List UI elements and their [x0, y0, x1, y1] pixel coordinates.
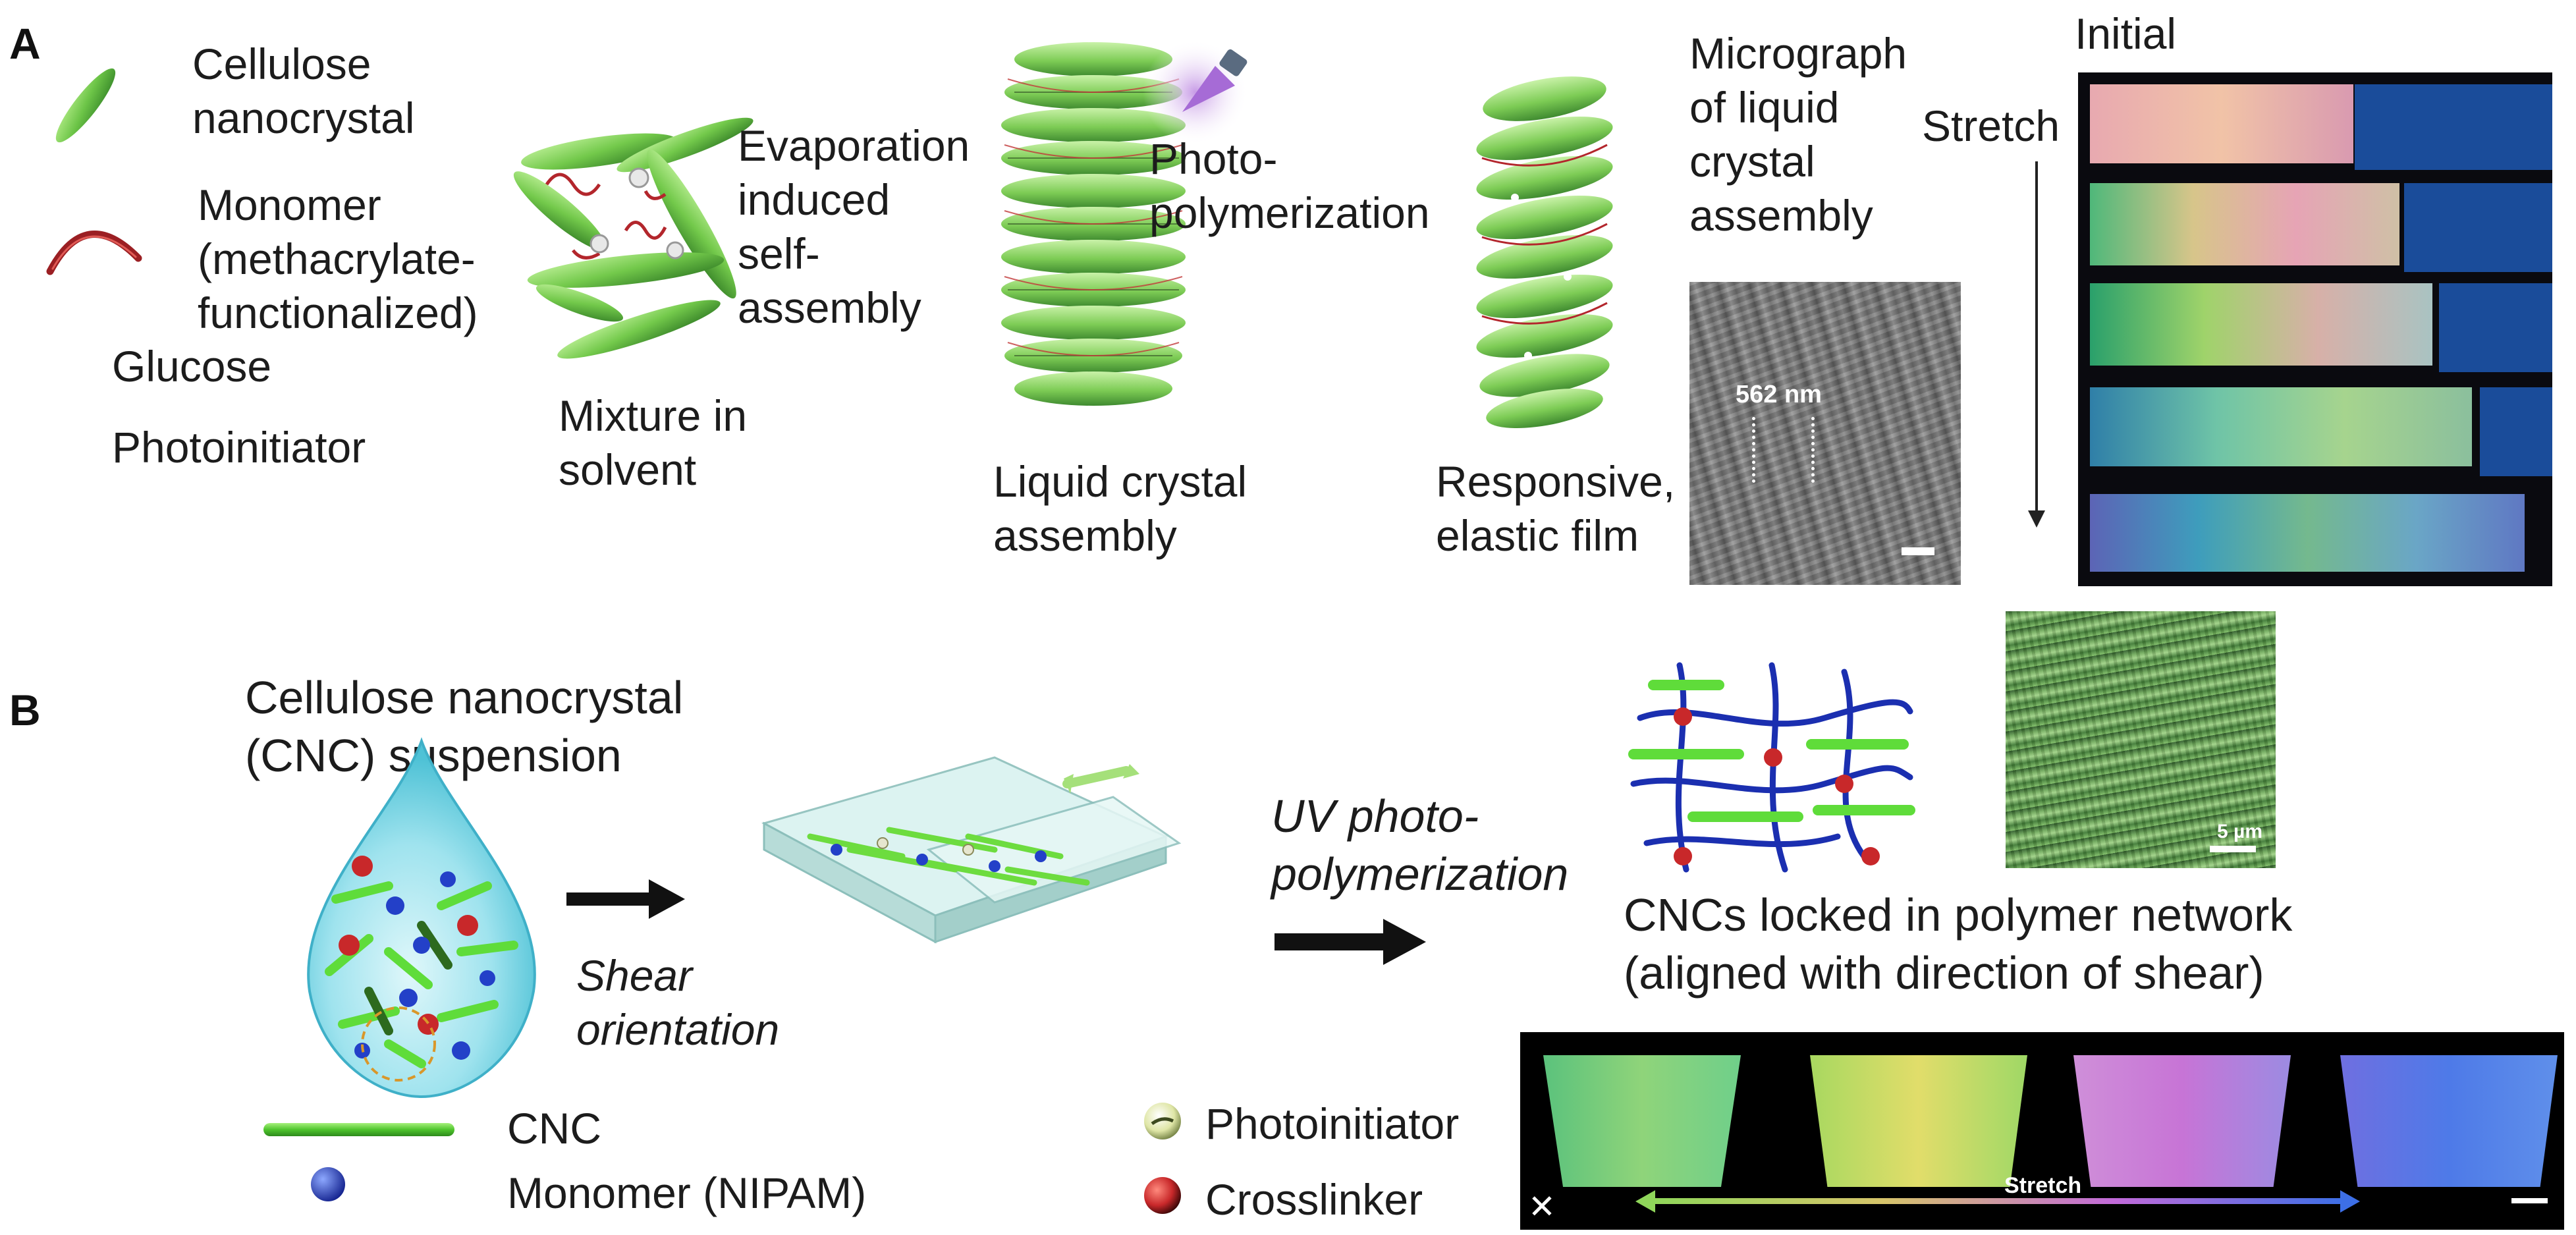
sem-network-image: 5 µm — [2006, 611, 2276, 868]
uv-lamp-icon — [1143, 40, 1248, 145]
panel-label-b: B — [9, 686, 41, 734]
sem-scale-label: 5 µm — [2217, 821, 2262, 842]
crossed-polarizer-icon: ✕ — [1528, 1188, 1556, 1226]
strip-stretch-label: Stretch — [2004, 1173, 2082, 1198]
gradient-arrow-left-head — [1635, 1190, 1655, 1213]
mixture-illustration — [513, 117, 754, 359]
monomer-sphere-icon — [311, 1167, 345, 1201]
arrow-to-network — [1274, 919, 1426, 965]
monomer-strand-icon — [46, 231, 142, 275]
sample-strip-3 — [2090, 283, 2432, 366]
measure-marker-right — [1811, 417, 1815, 483]
step-photopolymerization-label: Photo- polymerization — [1149, 134, 1430, 237]
uv-photopolymerization-label: UV photo- polymerization — [1271, 790, 1569, 900]
stretch-arrow-a-head — [2028, 510, 2045, 528]
legend-cnc-rod — [263, 1123, 454, 1136]
legend-cnc-label: Cellulose nanocrystal — [192, 40, 415, 142]
photoinitiator-sphere-icon — [1144, 1103, 1181, 1139]
legend-b-crosslinker-label: Crosslinker — [1205, 1175, 1423, 1224]
shear-plates-illustration — [761, 756, 1182, 944]
crosslinker-sphere-icon — [1144, 1177, 1181, 1214]
sample-strip-2 — [2090, 183, 2399, 265]
legend-b-photoinitiator-label: Photoinitiator — [1205, 1099, 1460, 1148]
step-evaporation-label: Evaporation induced self- assembly — [738, 121, 970, 332]
scale-bar — [1902, 547, 1934, 555]
sample-strip-4 — [2090, 387, 2472, 466]
legend-monomer-label: Monomer (methacrylate- functionalized) — [198, 180, 478, 337]
legend-glucose-label: Glucose — [112, 342, 272, 391]
legend-b-cnc-label: CNC — [507, 1104, 601, 1153]
polymer-network-illustration — [1628, 662, 1915, 873]
film-sample-4 — [2340, 1055, 2558, 1187]
step-mixture-label: Mixture in solvent — [559, 391, 748, 494]
measure-marker-left — [1752, 417, 1755, 483]
gradient-arrow-right-head — [2340, 1190, 2360, 1213]
suspension-label: Cellulose nanocrystal (CNC) suspension — [245, 672, 684, 781]
responsive-film-illustration — [1476, 76, 1613, 428]
initial-label: Initial — [2075, 9, 2177, 58]
sem-scale-bar — [2210, 846, 2256, 852]
color-strip-photo: ✕ Stretch — [1520, 1032, 2564, 1230]
strip-scale-bar — [2511, 1198, 2548, 1203]
gradient-stretch-arrow — [1652, 1198, 2343, 1204]
cnc-suspension-droplet — [307, 737, 536, 1099]
film-sample-2 — [1810, 1055, 2027, 1187]
step-responsive-film-label: Responsive, elastic film — [1436, 457, 1676, 560]
arrow-to-shear — [566, 879, 685, 919]
cnc-rod-icon — [55, 68, 116, 143]
sample-strip-initial — [2090, 84, 2353, 163]
sample-strip-5 — [2090, 494, 2525, 572]
legend-b-monomer-label: Monomer (NIPAM) — [507, 1168, 867, 1217]
stretch-photo-panel — [2078, 72, 2552, 586]
film-sample-1 — [1543, 1055, 1741, 1187]
legend-photoinitiator-label: Photoinitiator — [112, 423, 366, 472]
shear-orientation-label: Shear orientation — [576, 951, 780, 1054]
sem-micrograph-image: 562 nm — [1689, 282, 1961, 585]
stretch-arrow-a — [2035, 161, 2038, 514]
stretch-label-a: Stretch — [1922, 101, 2060, 150]
step-liquid-crystal-label: Liquid crystal assembly — [993, 457, 1247, 560]
scale-value-562nm: 562 nm — [1736, 381, 1822, 408]
panel-label-a: A — [9, 19, 41, 68]
liquid-crystal-stack-illustration — [1001, 42, 1186, 406]
film-sample-3 — [2073, 1055, 2291, 1187]
step-micrograph-label: Micrograph of liquid crystal assembly — [1689, 29, 1907, 240]
locked-network-label: CNCs locked in polymer network (aligned … — [1624, 889, 2293, 999]
